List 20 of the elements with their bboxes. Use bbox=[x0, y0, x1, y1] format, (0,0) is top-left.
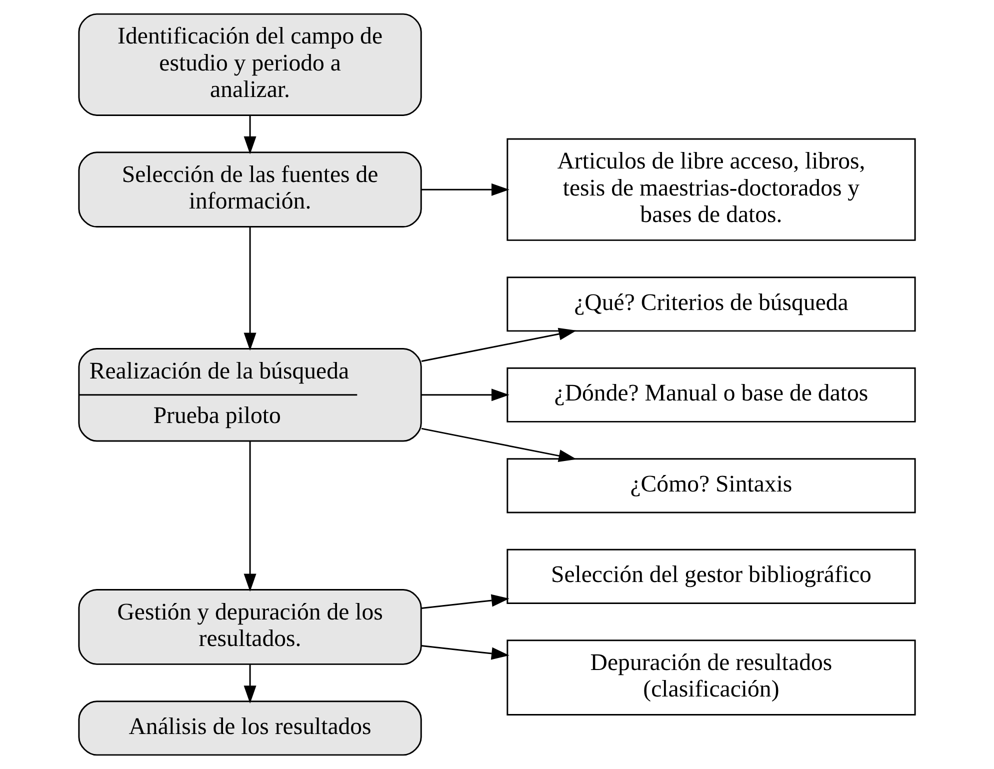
arrow bbox=[244, 226, 256, 351]
arrow bbox=[421, 428, 577, 462]
node-box: ¿Dónde? Manual o base de datos bbox=[506, 367, 916, 422]
arrow bbox=[422, 183, 510, 196]
node-box: Gestión y depuración de los resultados. bbox=[78, 589, 422, 665]
node-box: Selección de las fuentes de información. bbox=[78, 152, 422, 228]
arrow bbox=[422, 388, 510, 402]
node-box: Articulos de libre acceso, libros, tesis de maestrias-doctorados y bases de datos. bbox=[506, 138, 916, 241]
node-box: ¿Cómo? Sintaxis bbox=[506, 458, 916, 514]
arrow bbox=[421, 645, 510, 660]
node-box: Selección del gestor bibliográfico bbox=[506, 548, 916, 604]
arrow bbox=[244, 664, 256, 704]
arrow bbox=[421, 594, 510, 609]
node-box: ¿Qué? Criterios de búsqueda bbox=[506, 276, 916, 332]
arrow bbox=[421, 328, 577, 362]
node-box: Depuración de resultados (clasificación) bbox=[506, 640, 916, 716]
node-box: Análisis de los resultados bbox=[78, 700, 422, 756]
arrow bbox=[244, 441, 256, 592]
arrow bbox=[244, 116, 256, 154]
node-box: Identificación del campo de estudio y periodo a analizar. bbox=[78, 13, 422, 116]
